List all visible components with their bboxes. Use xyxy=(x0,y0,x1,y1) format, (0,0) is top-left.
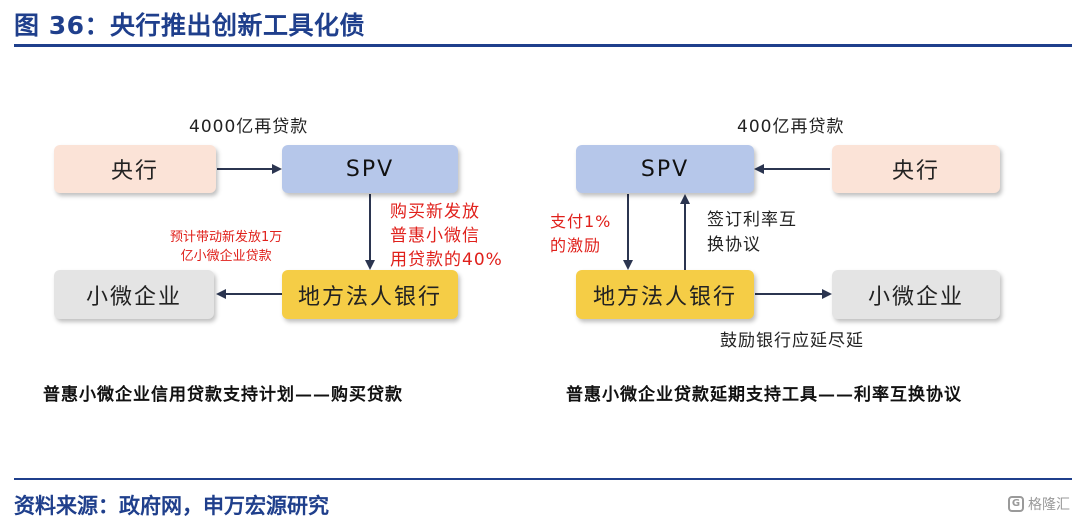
central-bank-box-left: 央行 xyxy=(54,145,216,193)
g-logo-icon: G xyxy=(1008,496,1024,512)
relending-label-left: 4000亿再贷款 xyxy=(189,117,309,137)
local-bank-box-right: 地方法人银行 xyxy=(576,270,754,319)
watermark-text: 格隆汇 xyxy=(1028,497,1070,513)
purchase-note-line2: 普惠小微信 xyxy=(390,226,480,246)
caption-right: 普惠小微企业贷款延期支持工具——利率互换协议 xyxy=(566,385,962,405)
title-divider xyxy=(14,44,1072,47)
estimate-note-line1: 预计带动新发放1万 xyxy=(170,230,283,245)
estimate-note-left: 预计带动新发放1万 亿小微企业贷款 xyxy=(170,228,282,266)
smb-box-left: 小微企业 xyxy=(54,270,214,319)
swap-note-right: 签订利率互 换协议 xyxy=(707,208,797,258)
page-title: 图 36：央行推出创新工具化债 xyxy=(14,11,365,40)
estimate-note-line2: 亿小微企业贷款 xyxy=(180,249,272,264)
caption-left: 普惠小微企业信用贷款支持计划——购买贷款 xyxy=(43,385,403,405)
spv-box-left: SPV xyxy=(282,145,458,193)
purchase-note-left: 购买新发放 普惠小微信 用贷款的40% xyxy=(390,200,503,272)
central-bank-box-right: 央行 xyxy=(832,145,1000,193)
encourage-note-right: 鼓励银行应延尽延 xyxy=(720,331,864,351)
swap-note-line2: 换协议 xyxy=(707,235,761,255)
spv-box-right: SPV xyxy=(576,145,754,193)
local-bank-box-left: 地方法人银行 xyxy=(282,270,458,319)
relending-label-right: 400亿再贷款 xyxy=(737,117,845,137)
smb-box-right: 小微企业 xyxy=(832,270,1000,319)
watermark: G 格隆汇 xyxy=(1008,494,1070,514)
payment-note-right: 支付1% 的激励 xyxy=(550,210,611,258)
footer-divider xyxy=(14,478,1072,480)
source-note: 资料来源：政府网，申万宏源研究 xyxy=(14,494,329,518)
purchase-note-line1: 购买新发放 xyxy=(390,202,480,222)
swap-note-line1: 签订利率互 xyxy=(707,210,797,230)
payment-note-line1: 支付1% xyxy=(550,212,612,231)
payment-note-line2: 的激励 xyxy=(550,236,602,255)
purchase-note-line3: 用贷款的40% xyxy=(390,250,503,270)
